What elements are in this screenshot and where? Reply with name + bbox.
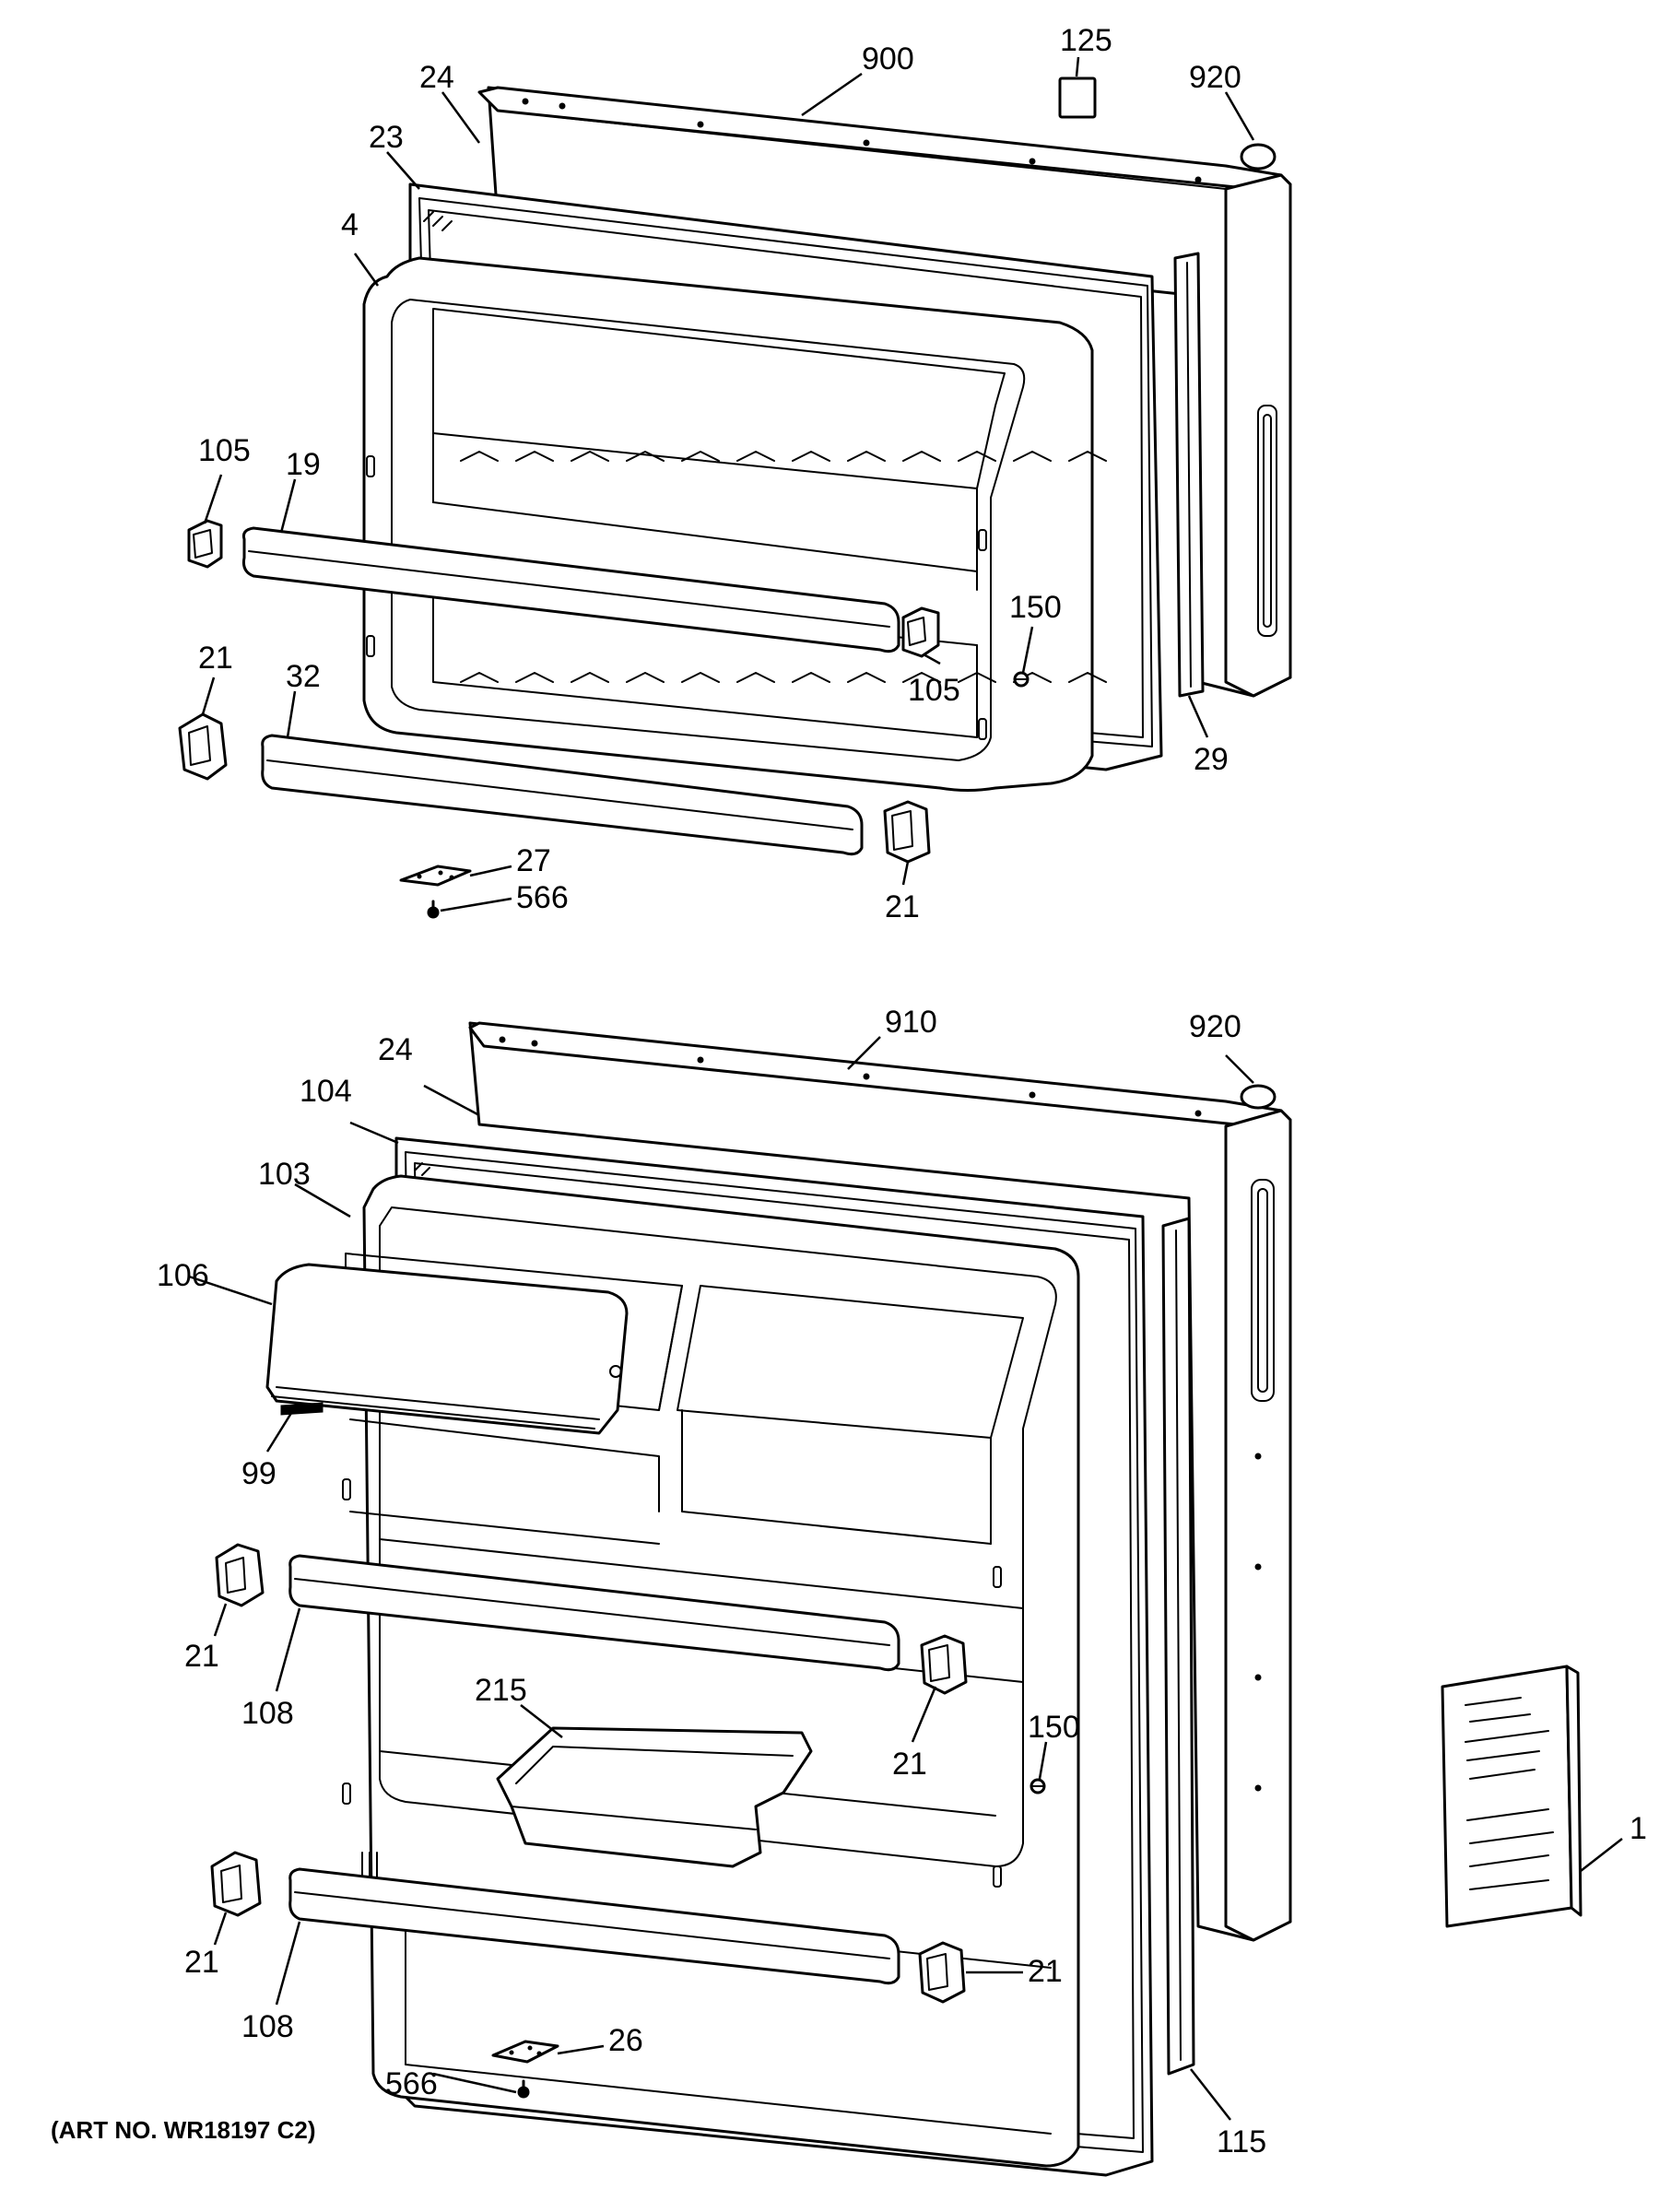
fresh-hinge-low-right bbox=[918, 1941, 966, 2004]
callout-24-top: 24 bbox=[419, 60, 454, 95]
callout-104: 104 bbox=[300, 1074, 352, 1109]
freezer-inner-liner bbox=[362, 256, 1107, 792]
callout-4: 4 bbox=[341, 207, 359, 242]
fresh-side-strip bbox=[1161, 1217, 1195, 2076]
callout-910: 910 bbox=[885, 1005, 937, 1040]
callout-566-top: 566 bbox=[516, 880, 569, 915]
callout-106: 106 bbox=[157, 1258, 209, 1293]
callout-99: 99 bbox=[241, 1456, 276, 1491]
callout-27: 27 bbox=[516, 843, 551, 878]
freezer-shelf-rail bbox=[242, 526, 900, 653]
fresh-shelf-rail-lower bbox=[288, 1867, 900, 1985]
callout-labels: 900 125 920 24 23 4 105 19 105 150 21 32… bbox=[51, 23, 1647, 2159]
callout-150-top: 150 bbox=[1009, 590, 1062, 625]
callout-21-mid-left: 21 bbox=[184, 1639, 219, 1674]
fresh-food-door-assembly bbox=[210, 1021, 1292, 2177]
freezer-plate bbox=[399, 865, 472, 887]
door-bin bbox=[496, 1726, 813, 1868]
callout-115: 115 bbox=[1217, 2124, 1266, 2159]
callout-920-top: 920 bbox=[1189, 60, 1241, 95]
freezer-lower-rail bbox=[261, 734, 864, 856]
callout-108-lower: 108 bbox=[241, 2009, 294, 2044]
dairy-door-hinge bbox=[280, 1402, 324, 1416]
callout-26: 26 bbox=[608, 2023, 643, 2058]
freezer-hinge-right bbox=[883, 800, 931, 864]
fresh-plate-screw bbox=[517, 2079, 530, 2099]
callout-19: 19 bbox=[286, 447, 321, 482]
callout-29: 29 bbox=[1194, 742, 1229, 777]
fresh-shelf-rail-upper bbox=[288, 1554, 900, 1672]
callout-108-upper: 108 bbox=[241, 1696, 294, 1731]
callout-920-bottom: 920 bbox=[1189, 1009, 1241, 1044]
callout-24-bottom: 24 bbox=[378, 1032, 413, 1067]
callout-150-bottom: 150 bbox=[1028, 1710, 1080, 1745]
freezer-hinge-left bbox=[178, 712, 228, 781]
fresh-hinge-mid-right bbox=[920, 1634, 968, 1695]
callout-21-low-left: 21 bbox=[184, 1945, 219, 1980]
callout-23: 23 bbox=[369, 120, 404, 155]
callout-1: 1 bbox=[1630, 1811, 1647, 1846]
magnet-part bbox=[1058, 76, 1097, 119]
callout-21-top-right: 21 bbox=[885, 889, 920, 924]
callout-900: 900 bbox=[862, 41, 914, 76]
art-number: (ART NO. WR18197 C2) bbox=[51, 2116, 316, 2144]
leader-lines bbox=[188, 56, 1623, 2121]
callout-105-right: 105 bbox=[908, 673, 960, 708]
fresh-plate bbox=[491, 2040, 559, 2064]
fresh-screw bbox=[1030, 1778, 1046, 1794]
dairy-door bbox=[265, 1263, 629, 1435]
callout-103: 103 bbox=[258, 1157, 311, 1192]
owner-manual-booklet bbox=[1441, 1665, 1583, 1928]
callout-566-bottom: 566 bbox=[385, 2066, 438, 2101]
callout-32: 32 bbox=[286, 659, 321, 694]
callout-215: 215 bbox=[475, 1673, 527, 1708]
freezer-screw bbox=[1013, 671, 1030, 688]
freezer-cap-right bbox=[901, 606, 940, 658]
callout-125: 125 bbox=[1060, 23, 1112, 58]
freezer-side-strip bbox=[1173, 252, 1205, 698]
callout-21-low-right: 21 bbox=[1028, 1954, 1063, 1989]
fresh-hinge-mid-left bbox=[215, 1543, 265, 1607]
freezer-plate-screw bbox=[427, 900, 440, 919]
callout-21-mid-right: 21 bbox=[892, 1747, 927, 1782]
freezer-cap-left bbox=[187, 519, 223, 569]
fresh-hinge-low-left bbox=[210, 1851, 262, 1917]
callout-105-left: 105 bbox=[198, 433, 251, 468]
fresh-outer-door bbox=[468, 1021, 1292, 1942]
freezer-door-assembly bbox=[178, 76, 1292, 919]
callout-21-top-left: 21 bbox=[198, 641, 233, 676]
